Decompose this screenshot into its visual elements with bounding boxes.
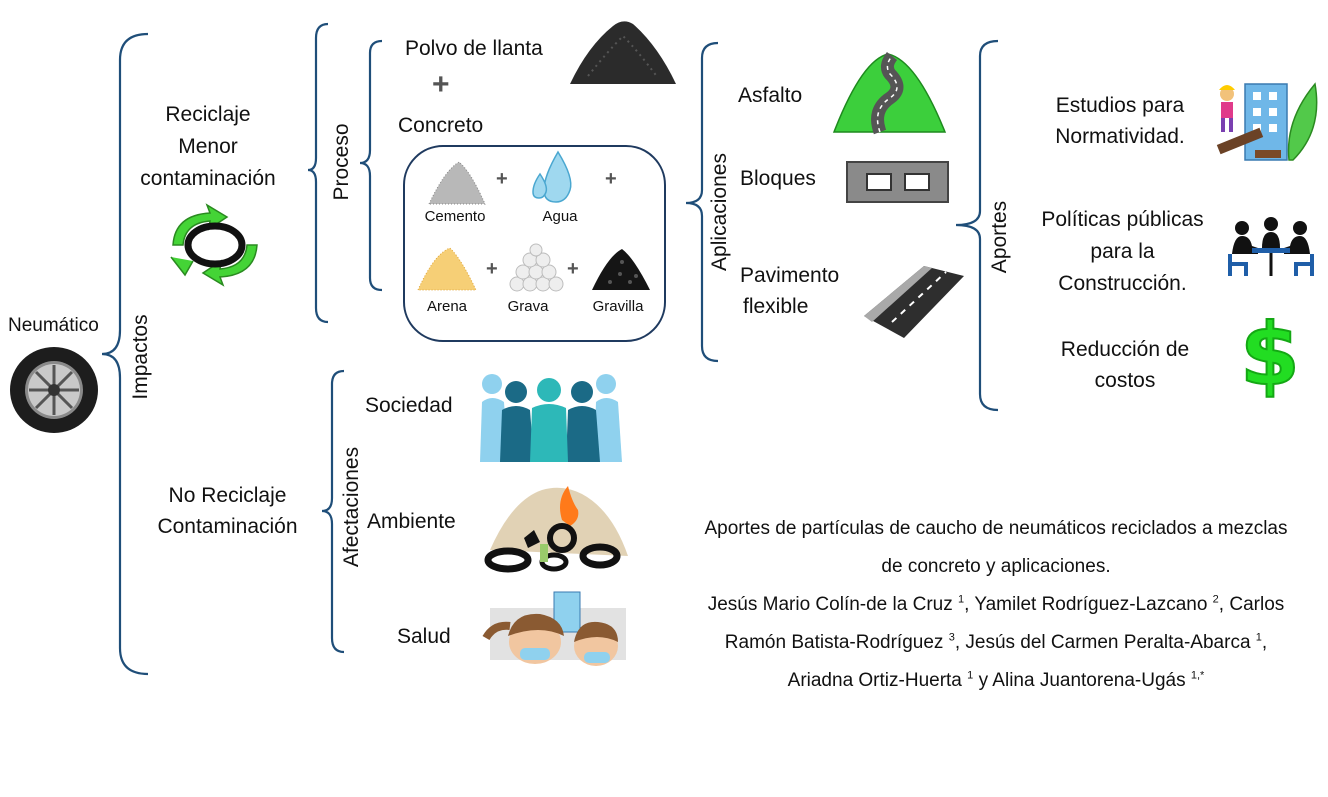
author-3-last: Ramón Batista-Rodríguez: [724, 632, 944, 653]
author-1: Jesús Mario Colín-de la Cruz: [707, 594, 953, 615]
reciclaje-line1: Reciclaje: [165, 103, 251, 126]
aplicacion-asfalto: Asfalto: [738, 84, 803, 107]
brace-proceso-inner: [359, 39, 383, 292]
author-1-affiliation: 1: [958, 593, 965, 606]
dollar-icon: $: [1239, 305, 1301, 405]
aporte-2-line3: Construcción.: [1058, 272, 1187, 295]
no-reciclaje-line2: Contaminación: [157, 515, 298, 538]
concrete-block-icon: [846, 161, 949, 203]
reciclaje-line3: contaminación: [140, 167, 276, 190]
concreto-label: Concreto: [398, 114, 484, 137]
afectacion-sociedad: Sociedad: [365, 394, 453, 417]
aportes-label: Aportes: [988, 200, 1011, 274]
ingredient-grava: Grava: [507, 298, 549, 315]
reciclaje-line2: Menor: [178, 135, 238, 158]
author-4-affiliation: 1: [1255, 631, 1262, 644]
proceso-label: Proceso: [330, 123, 353, 201]
aplicacion-bloques: Bloques: [740, 167, 816, 190]
caption-title-line1: Aportes de partículas de caucho de neumá…: [704, 518, 1288, 539]
ingredient-gravilla: Gravilla: [592, 298, 644, 315]
no-reciclaje-line1: No Reciclaje: [168, 484, 287, 507]
afectacion-ambiente: Ambiente: [367, 510, 456, 533]
aplicaciones-label: Aplicaciones: [708, 153, 731, 271]
caption-title-line2: de concreto y aplicaciones.: [881, 556, 1111, 577]
brace-aplicaciones: [685, 41, 719, 363]
gravel-pile-icon: [509, 243, 564, 292]
brace-afectaciones: [321, 369, 345, 654]
author-3-affiliation: 3: [948, 631, 955, 644]
author-3-first: Carlos: [1229, 594, 1285, 615]
plus-1: +: [496, 168, 508, 190]
author-2-affiliation: 2: [1212, 593, 1219, 606]
meeting-people-icon: [1228, 217, 1314, 276]
author-2: Yamilet Rodríguez-Lazcano: [974, 594, 1208, 615]
polvo-label: Polvo de llanta: [405, 37, 543, 60]
aporte-3-line2: costos: [1094, 369, 1156, 392]
author-6: Alina Juantorena-Ugás: [992, 670, 1186, 691]
society-people-icon: [480, 374, 622, 462]
brace-impactos: [101, 32, 149, 676]
tire-icon: [10, 347, 98, 433]
concrete-mix-box: [403, 145, 666, 342]
aporte-1-line1: Estudios para: [1055, 94, 1185, 117]
impactos-label: Impactos: [129, 314, 152, 400]
ingredient-arena: Arena: [426, 298, 468, 315]
caption-conjunction: y: [978, 670, 989, 691]
cement-pile-icon: [428, 161, 486, 205]
aplicacion-pavimento: Pavimento: [740, 264, 840, 287]
author-5-affiliation: 1: [967, 669, 974, 682]
caption-authors-line3: Ariadna Ortiz-Huerta 1 y Alina Juantoren…: [676, 662, 1316, 700]
caption: Aportes de partículas de caucho de neumá…: [676, 510, 1316, 700]
plus-3: +: [486, 258, 498, 280]
rubber-powder-icon: [570, 21, 676, 84]
regulation-gavel-icon: [1216, 82, 1318, 161]
aporte-2-line2: para la: [1090, 240, 1155, 263]
afectacion-salud: Salud: [397, 625, 451, 648]
aporte-1-line2: Normatividad.: [1055, 125, 1185, 148]
author-5: Ariadna Ortiz-Huerta: [787, 670, 962, 691]
afectaciones-label: Afectaciones: [340, 446, 363, 568]
brace-proceso: [307, 22, 329, 324]
plus-4: +: [567, 258, 579, 280]
author-4: Jesús del Carmen Peralta-Abarca: [965, 632, 1251, 653]
caption-authors-line2: Ramón Batista-Rodríguez 3, Jesús del Car…: [724, 631, 1268, 653]
flexible-pavement-icon: [864, 266, 964, 338]
caption-authors-line1: Jesús Mario Colín-de la Cruz 1, Yamilet …: [707, 593, 1285, 615]
ingredient-cemento: Cemento: [424, 208, 486, 225]
plus-2: +: [605, 168, 617, 190]
sand-pile-icon: [417, 247, 477, 291]
burning-tires-icon: [484, 486, 628, 573]
aporte-3-line1: Reducción de: [1060, 338, 1190, 361]
root-label: Neumático: [8, 315, 99, 336]
fine-gravel-pile-icon: [592, 249, 650, 290]
ingredient-agua: Agua: [542, 208, 578, 225]
asphalt-road-hill-icon: [832, 51, 947, 135]
health-masks-icon: [482, 591, 626, 666]
plus-polvo: +: [432, 68, 450, 101]
aporte-2-line1: Políticas públicas: [1041, 208, 1204, 231]
author-6-affiliation: 1,*: [1190, 669, 1205, 682]
water-drops-icon: [532, 150, 572, 203]
aplicacion-flexible: flexible: [743, 295, 809, 318]
brace-aportes: [955, 39, 999, 412]
recycle-tire-icon: [170, 203, 258, 287]
